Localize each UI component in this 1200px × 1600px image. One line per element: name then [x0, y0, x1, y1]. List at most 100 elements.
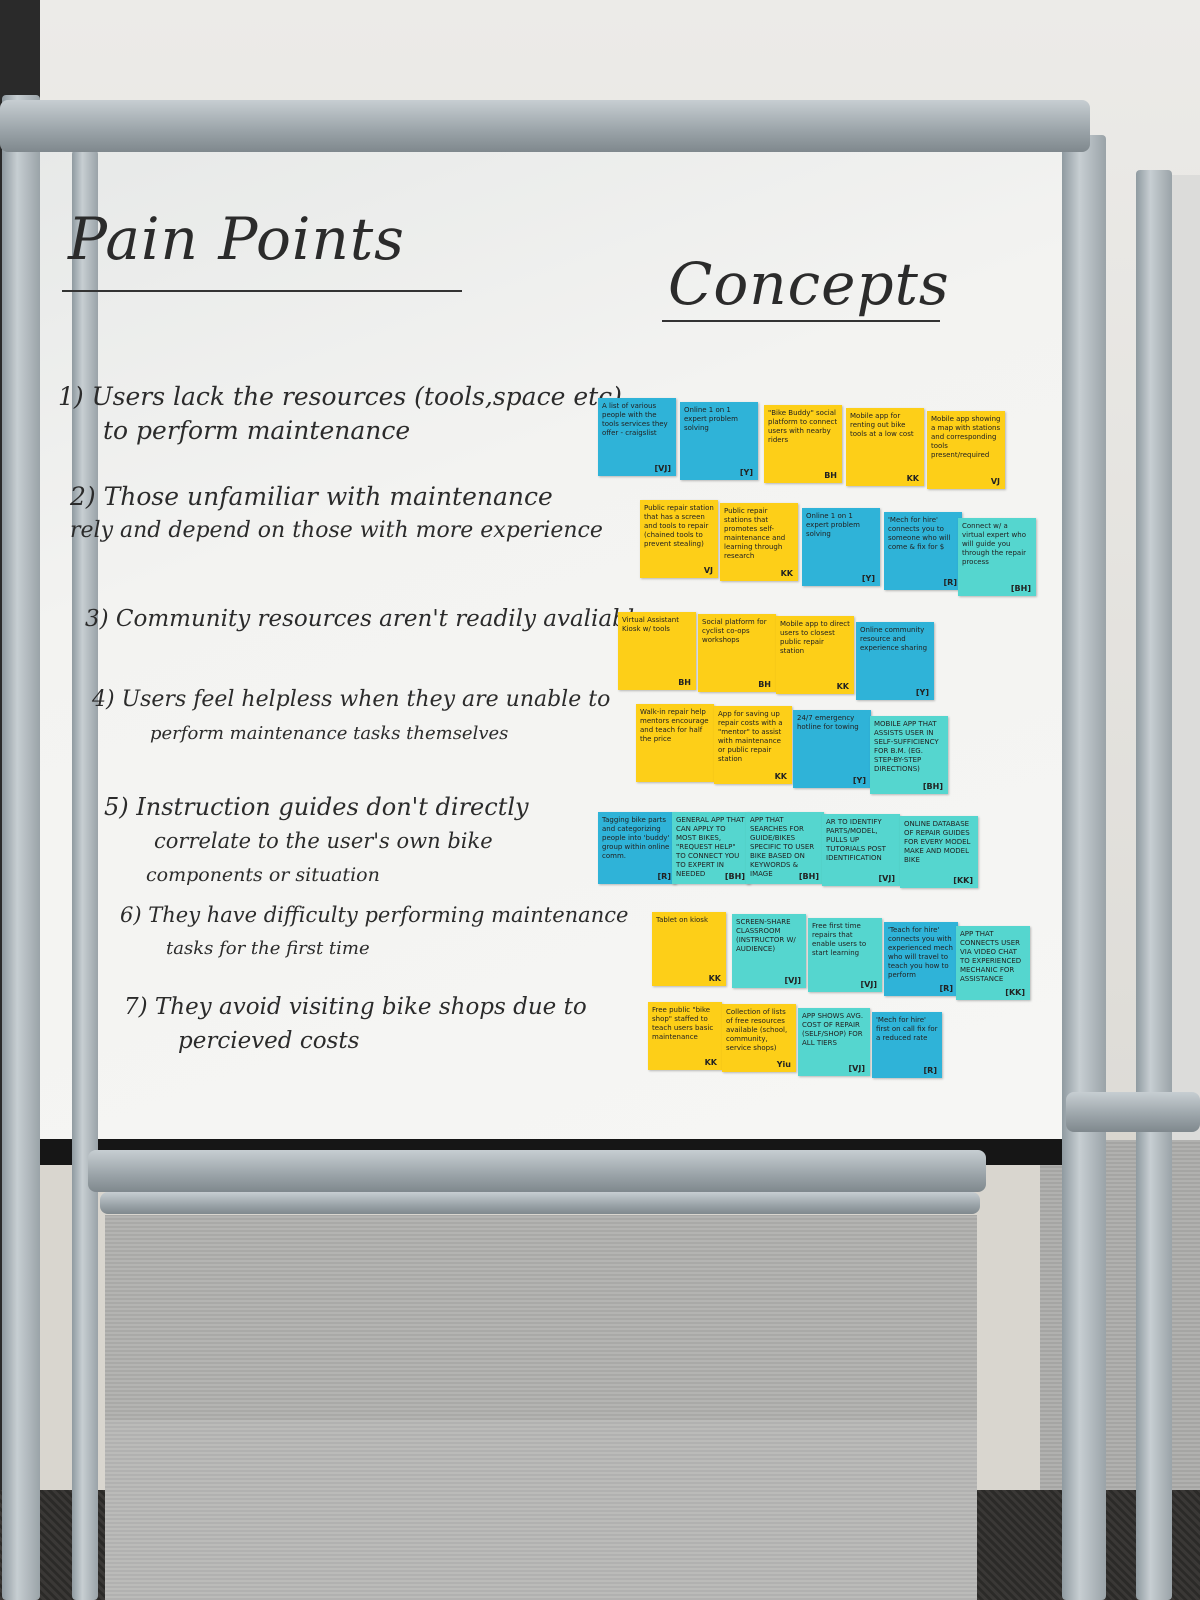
sticky-note: Mobile app to direct users to closest pu…	[776, 616, 854, 694]
frame-right-rail	[1066, 1092, 1200, 1132]
note-text: Free public "bike shop" staffed to teach…	[652, 1006, 714, 1041]
pain-point-line: 7) They avoid visiting bike shops due to	[124, 994, 587, 1020]
heading-pain-points: Pain Points	[68, 205, 405, 273]
note-text: Virtual Assistant Kiosk w/ tools	[622, 616, 679, 633]
note-text: Mobile app to direct users to closest pu…	[780, 620, 850, 655]
note-initials: [VJ]	[860, 980, 877, 989]
sticky-note: 'Mech for hire' first on call fix for a …	[872, 1012, 942, 1078]
note-text: SCREEN-SHARE CLASSROOM (INSTRUCTOR W/ AU…	[736, 918, 796, 953]
note-text: Connect w/ a virtual expert who will gui…	[962, 522, 1027, 566]
pain-point-line: rely and depend on those with more exper…	[70, 518, 603, 543]
frame-right-post	[1062, 135, 1106, 1600]
pain-point-line: 4) Users feel helpless when they are una…	[92, 687, 611, 712]
pain-point-2: 2) Those unfamiliar with maintenance rel…	[70, 480, 603, 548]
sticky-note: Tagging bike parts and categorizing peop…	[598, 812, 676, 884]
note-text: "Bike Buddy" social platform to connect …	[768, 409, 838, 444]
frame-far-right-post	[1136, 170, 1172, 1600]
note-text: Tablet on kiosk	[656, 916, 708, 924]
pain-point-line: 2) Those unfamiliar with maintenance	[70, 482, 553, 511]
sticky-note: APP THAT CONNECTS USER VIA VIDEO CHAT TO…	[956, 926, 1030, 1000]
note-initials: [BH]	[922, 782, 943, 791]
note-initials: Yiu	[776, 1060, 791, 1069]
note-text: A list of various people with the tools …	[602, 402, 668, 437]
note-initials: [Y]	[915, 688, 929, 697]
note-initials: KK	[704, 1058, 717, 1067]
pain-point-1: 1) Users lack the resources (tools,space…	[58, 380, 622, 448]
fabric-panel	[105, 1215, 977, 1600]
sticky-note: Collection of lists of free resources av…	[722, 1004, 796, 1072]
pain-point-4: 4) Users feel helpless when they are una…	[92, 683, 610, 751]
note-initials: VJ	[703, 566, 713, 575]
note-initials: [VJ]	[848, 1064, 865, 1073]
sticky-note: SCREEN-SHARE CLASSROOM (INSTRUCTOR W/ AU…	[732, 914, 806, 988]
pain-point-line: 3) Community resources aren't readily av…	[85, 606, 648, 632]
note-initials: [BH]	[798, 872, 819, 881]
note-text: MOBILE APP THAT ASSISTS USER IN SELF-SUF…	[874, 720, 939, 773]
heading-concepts: Concepts	[668, 250, 950, 318]
sticky-note: Mobile app for renting out bike tools at…	[846, 408, 924, 486]
sticky-note: GENERAL APP THAT CAN APPLY TO MOST BIKES…	[672, 812, 750, 884]
note-initials: BH	[678, 678, 691, 687]
pain-point-line: 1) Users lack the resources (tools,space…	[58, 382, 622, 411]
frame-inner-left-post	[72, 150, 98, 1600]
note-initials: [R]	[939, 984, 953, 993]
pain-point-line: tasks for the first time	[166, 938, 370, 959]
note-text: Public repair stations that promotes sel…	[724, 507, 786, 560]
sticky-note: MOBILE APP THAT ASSISTS USER IN SELF-SUF…	[870, 716, 948, 794]
pain-point-line: perform maintenance tasks themselves	[150, 723, 509, 744]
pain-point-7: 7) They avoid visiting bike shops due to…	[124, 990, 587, 1058]
note-text: 'Mech for hire' connects you to someone …	[888, 516, 951, 551]
pain-point-line: correlate to the user's own bike	[154, 829, 493, 853]
sticky-note: APP SHOWS AVG. COST OF REPAIR (SELF/SHOP…	[798, 1008, 870, 1076]
note-text: 'Teach for hire' connects you with exper…	[888, 926, 953, 979]
note-text: Mobile app showing a map with stations a…	[931, 415, 1001, 459]
note-initials: [KK]	[953, 876, 973, 885]
pain-point-line: 6) They have difficulty performing maint…	[120, 903, 629, 927]
pain-point-5: 5) Instruction guides don't directly cor…	[104, 790, 529, 892]
note-initials: BH	[758, 680, 771, 689]
note-initials: [Y]	[852, 776, 866, 785]
note-initials: KK	[774, 772, 787, 781]
sticky-note: 24/7 emergency hotline for towing [Y]	[793, 710, 871, 788]
sticky-note: Online community resource and experience…	[856, 622, 934, 700]
sticky-note: Connect w/ a virtual expert who will gui…	[958, 518, 1036, 596]
note-text: Free first time repairs that enable user…	[812, 922, 867, 957]
note-text: Online 1 on 1 expert problem solving	[806, 512, 860, 538]
note-text: Online 1 on 1 expert problem solving	[684, 406, 738, 432]
frame-left-post	[2, 95, 40, 1600]
sticky-note: ONLINE DATABASE OF REPAIR GUIDES FOR EVE…	[900, 816, 978, 888]
sticky-note: Mobile app showing a map with stations a…	[927, 411, 1005, 489]
note-initials: BH	[824, 471, 837, 480]
note-text: APP THAT SEARCHES FOR GUIDE/BIKES SPECIF…	[750, 816, 815, 878]
note-text: APP SHOWS AVG. COST OF REPAIR (SELF/SHOP…	[802, 1012, 864, 1047]
sticky-note: 'Teach for hire' connects you with exper…	[884, 922, 958, 996]
note-initials: KK	[780, 569, 793, 578]
note-text: 24/7 emergency hotline for towing	[797, 714, 859, 731]
sticky-note: Online 1 on 1 expert problem solving[Y]	[680, 402, 758, 480]
sticky-note: Online 1 on 1 expert problem solving [Y]	[802, 508, 880, 586]
note-initials: [VJ]	[784, 976, 801, 985]
pain-point-6: 6) They have difficulty performing maint…	[120, 898, 628, 966]
frame-tray	[100, 1192, 980, 1214]
sticky-note: "Bike Buddy" social platform to connect …	[764, 405, 842, 483]
sticky-note: Free first time repairs that enable user…	[808, 918, 882, 992]
sticky-note: Public repair stations that promotes sel…	[720, 503, 798, 581]
pain-point-line: percieved costs	[178, 1028, 360, 1054]
note-text: GENERAL APP THAT CAN APPLY TO MOST BIKES…	[676, 816, 745, 878]
heading-underline	[62, 290, 462, 292]
note-text: App for saving up repair costs with a "m…	[718, 710, 783, 763]
frame-top-rail	[0, 100, 1090, 152]
note-initials: VJ	[990, 477, 1000, 486]
note-initials: KK	[906, 474, 919, 483]
sticky-note: AR TO IDENTIFY PARTS/MODEL, PULLS UP TUT…	[822, 814, 900, 886]
note-text: Walk-in repair help mentors encourage an…	[640, 708, 709, 743]
note-initials: [BH]	[724, 872, 745, 881]
note-text: 'Mech for hire' first on call fix for a …	[876, 1016, 938, 1042]
sticky-note: Free public "bike shop" staffed to teach…	[648, 1002, 722, 1070]
note-text: Online community resource and experience…	[860, 626, 928, 652]
note-initials: KK	[836, 682, 849, 691]
note-initials: [Y]	[861, 574, 875, 583]
pain-point-line: 5) Instruction guides don't directly	[104, 793, 529, 821]
